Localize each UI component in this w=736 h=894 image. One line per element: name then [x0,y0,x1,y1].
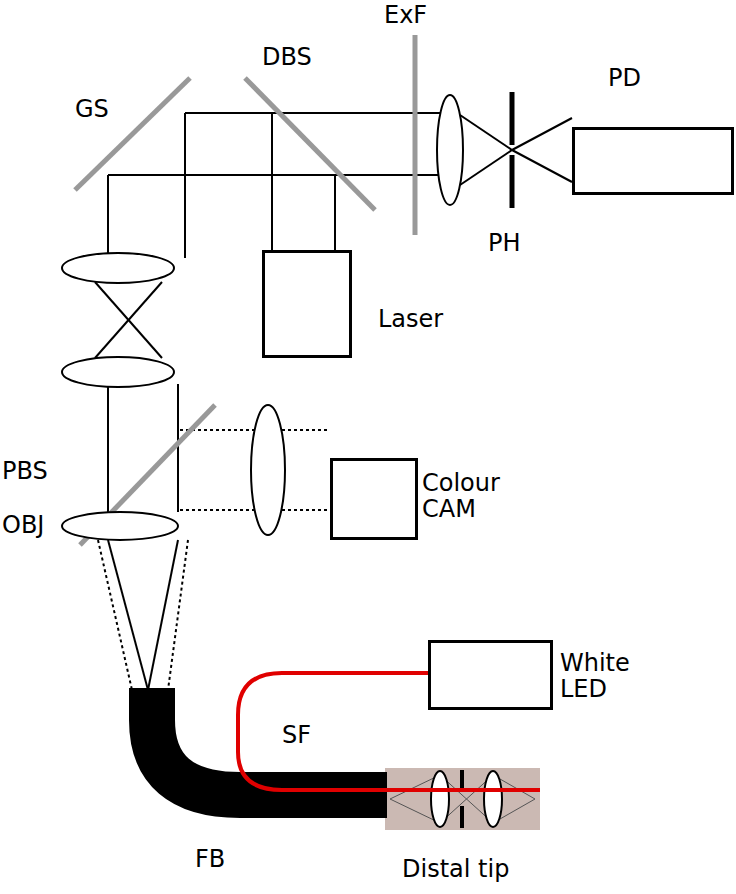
objective-label: OBJ [2,512,44,538]
tip-label: Distal tip [402,856,509,882]
mirror-label: DBS [262,44,312,70]
box-label: PD [608,65,641,91]
box-label: Colour CAM [422,470,500,523]
pinhole [510,92,515,208]
laser-box: Laser [262,250,352,358]
distal-tip [385,768,540,830]
camera-path [98,430,330,690]
beam-paths [95,113,572,690]
fibre-label: FB [195,846,225,872]
box-label: Laser [378,306,443,332]
lenses [62,95,463,540]
led-box: White LED [428,640,553,710]
fibre-bundle [152,688,387,795]
box-label: White LED [560,650,630,703]
fibre-label: SF [282,722,311,748]
photodetector-box: PD [572,127,734,195]
pinhole-label: PH [488,230,521,256]
filter-label: ExF [384,2,427,28]
splitter-label: PBS [2,458,48,484]
tip-aperture [460,770,464,828]
camera-box: Colour CAM [330,458,418,540]
tip-lenses [431,771,502,827]
mirror-label: GS [75,96,109,122]
